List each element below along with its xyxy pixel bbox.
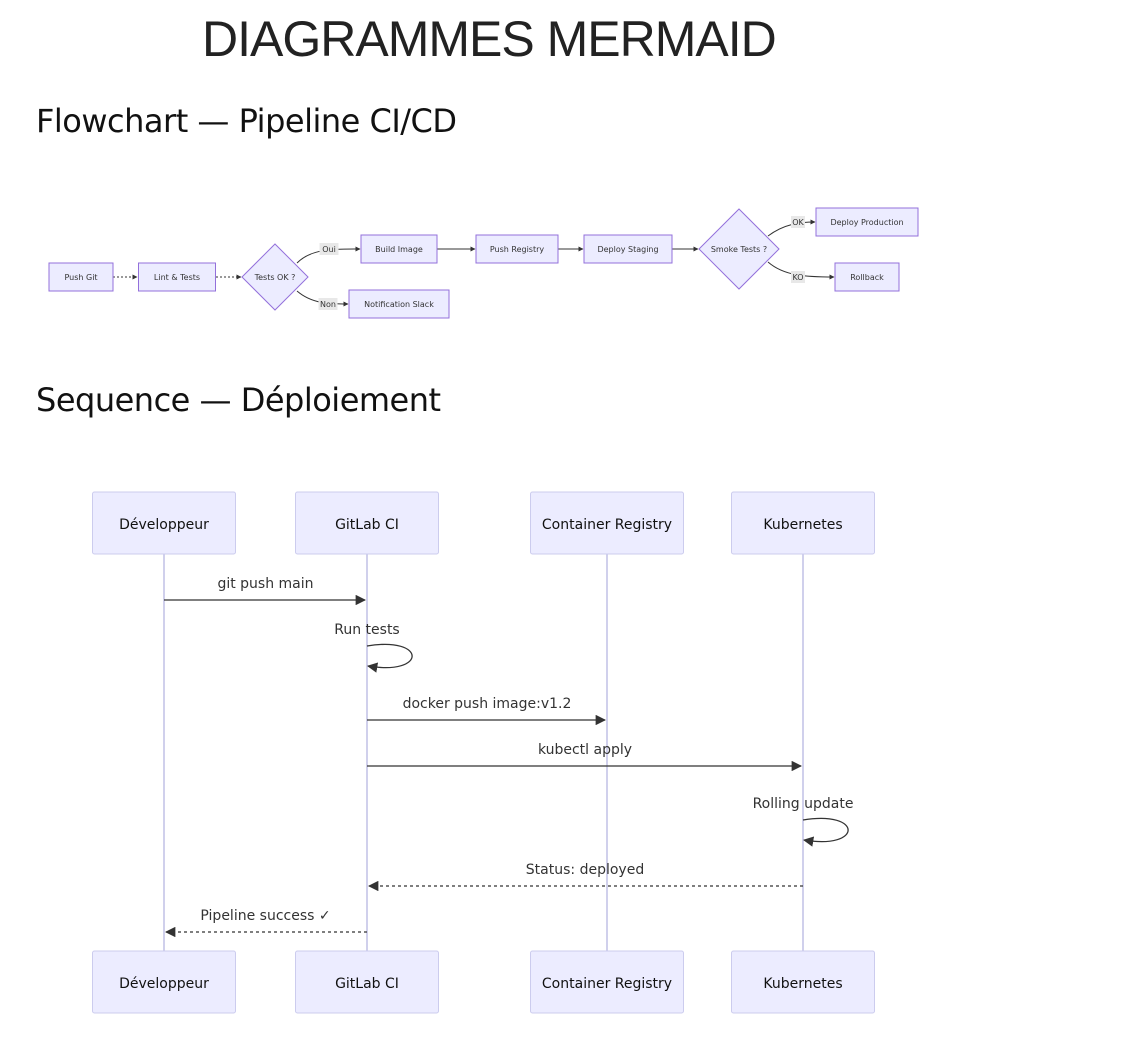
actor-container-registry-top: Container Registry (530, 491, 684, 555)
svg-text:Push Registry: Push Registry (490, 245, 545, 254)
actor-gitlab-ci-bottom: GitLab CI (295, 950, 439, 1014)
message-status-deployed: Status: deployed (367, 862, 803, 892)
flow-node-smoke-tests: Smoke Tests ? (698, 208, 780, 290)
flow-node-deploy-production: Deploy Production (815, 207, 919, 237)
actor-kubernetes-bottom: Kubernetes (731, 950, 875, 1014)
message-kubectl-apply: kubectl apply (367, 742, 803, 772)
flow-edge-label: KO (791, 271, 805, 283)
svg-text:Lint & Tests: Lint & Tests (154, 273, 200, 282)
svg-text:git push main: git push main (217, 576, 313, 592)
message-docker-push-image-v1-2: docker push image:v1.2 (367, 696, 607, 726)
flow-node-lint-tests: Lint & Tests (138, 262, 216, 292)
svg-text:Container Registry: Container Registry (542, 976, 672, 992)
svg-text:Non: Non (320, 300, 336, 309)
flow-node-push-registry: Push Registry (475, 234, 559, 264)
sequence-title: Sequence — Déploiement (36, 381, 441, 419)
flow-node-rollback: Rollback (834, 262, 900, 292)
svg-text:Développeur: Développeur (119, 976, 209, 992)
svg-text:Oui: Oui (322, 245, 336, 254)
flow-edge-label: OK (791, 216, 805, 228)
svg-text:GitLab CI: GitLab CI (335, 517, 399, 533)
svg-text:Pipeline success ✓: Pipeline success ✓ (200, 908, 330, 924)
flow-node-build-image: Build Image (360, 234, 438, 264)
message-run-tests: Run tests (334, 622, 413, 673)
svg-text:OK: OK (792, 218, 804, 227)
actor-d-veloppeur-bottom: Développeur (92, 950, 236, 1014)
svg-text:Run tests: Run tests (334, 622, 399, 638)
flow-edge-label: Non (318, 298, 338, 310)
svg-text:Status: deployed: Status: deployed (526, 862, 644, 878)
svg-text:GitLab CI: GitLab CI (335, 976, 399, 992)
svg-text:kubectl apply: kubectl apply (538, 742, 632, 758)
svg-text:Rolling update: Rolling update (753, 796, 854, 812)
svg-text:Rollback: Rollback (850, 273, 884, 282)
svg-text:Deploy Staging: Deploy Staging (597, 245, 658, 254)
flow-node-push-git: Push Git (48, 262, 114, 292)
flow-node-tests-ok: Tests OK ? (241, 243, 309, 311)
page-title: DIAGRAMMES MERMAID (202, 11, 777, 67)
svg-text:Container Registry: Container Registry (542, 517, 672, 533)
svg-text:Kubernetes: Kubernetes (763, 976, 842, 992)
flow-node-notification-slack: Notification Slack (348, 289, 450, 319)
message-git-push-main: git push main (164, 576, 367, 606)
svg-text:Build Image: Build Image (375, 245, 423, 254)
message-pipeline-success: Pipeline success ✓ (164, 908, 367, 938)
svg-text:docker push image:v1.2: docker push image:v1.2 (403, 696, 572, 712)
svg-text:Push Git: Push Git (64, 273, 97, 282)
svg-text:Smoke Tests ?: Smoke Tests ? (711, 245, 767, 254)
svg-text:KO: KO (792, 273, 803, 282)
actor-container-registry-bottom: Container Registry (530, 950, 684, 1014)
svg-text:Deploy Production: Deploy Production (830, 218, 903, 227)
message-rolling-update: Rolling update (753, 796, 854, 847)
flow-edge-label: Oui (319, 243, 339, 255)
svg-text:Tests OK ?: Tests OK ? (254, 273, 296, 282)
actor-d-veloppeur-top: Développeur (92, 491, 236, 555)
flow-node-deploy-staging: Deploy Staging (583, 234, 673, 264)
flowchart-title: Flowchart — Pipeline CI/CD (36, 102, 457, 140)
svg-text:Notification Slack: Notification Slack (364, 300, 434, 309)
svg-text:Développeur: Développeur (119, 517, 209, 533)
svg-text:Kubernetes: Kubernetes (763, 517, 842, 533)
actor-kubernetes-top: Kubernetes (731, 491, 875, 555)
actor-gitlab-ci-top: GitLab CI (295, 491, 439, 555)
